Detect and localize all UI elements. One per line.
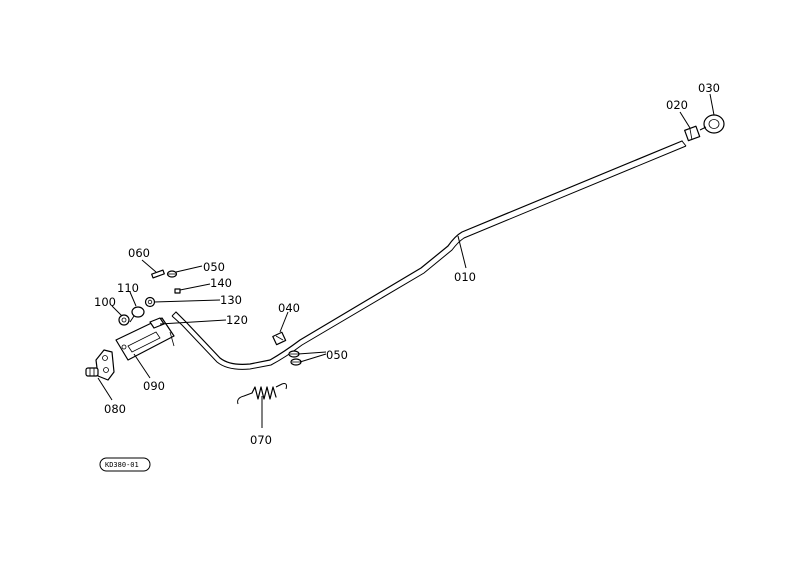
label-060: 060 [128, 246, 150, 260]
label-080: 080 [104, 402, 126, 416]
nut-100 [118, 314, 130, 326]
rod-010 [171, 140, 687, 370]
reference-stamp: KD380-01 [99, 457, 151, 472]
label-020: 020 [666, 98, 688, 112]
pin-050-lower [288, 350, 302, 366]
label-120: 120 [226, 313, 248, 327]
label-030: 030 [698, 81, 720, 95]
label-140: 140 [210, 276, 232, 290]
nut-020 [684, 125, 701, 142]
pin-140 [174, 288, 181, 294]
leader-lines [97, 93, 715, 428]
washer-130 [144, 296, 156, 308]
label-050-lower: 050 [326, 348, 348, 362]
pin-060 [151, 269, 165, 279]
pin-050-upper [166, 270, 178, 278]
label-110: 110 [117, 281, 139, 295]
label-100: 100 [94, 295, 116, 309]
label-090: 090 [143, 379, 165, 393]
spring-070 [237, 383, 287, 405]
knob-030 [699, 114, 725, 134]
label-050-upper: 050 [203, 260, 225, 274]
bolt-110 [129, 306, 145, 323]
clip-040 [272, 331, 287, 346]
label-070: 070 [250, 433, 272, 447]
plate-090 [115, 317, 175, 361]
label-130: 130 [220, 293, 242, 307]
bracket-080 [85, 349, 115, 381]
stamp-text: KD380-01 [105, 461, 139, 469]
label-010: 010 [454, 270, 476, 284]
label-040: 040 [278, 301, 300, 315]
